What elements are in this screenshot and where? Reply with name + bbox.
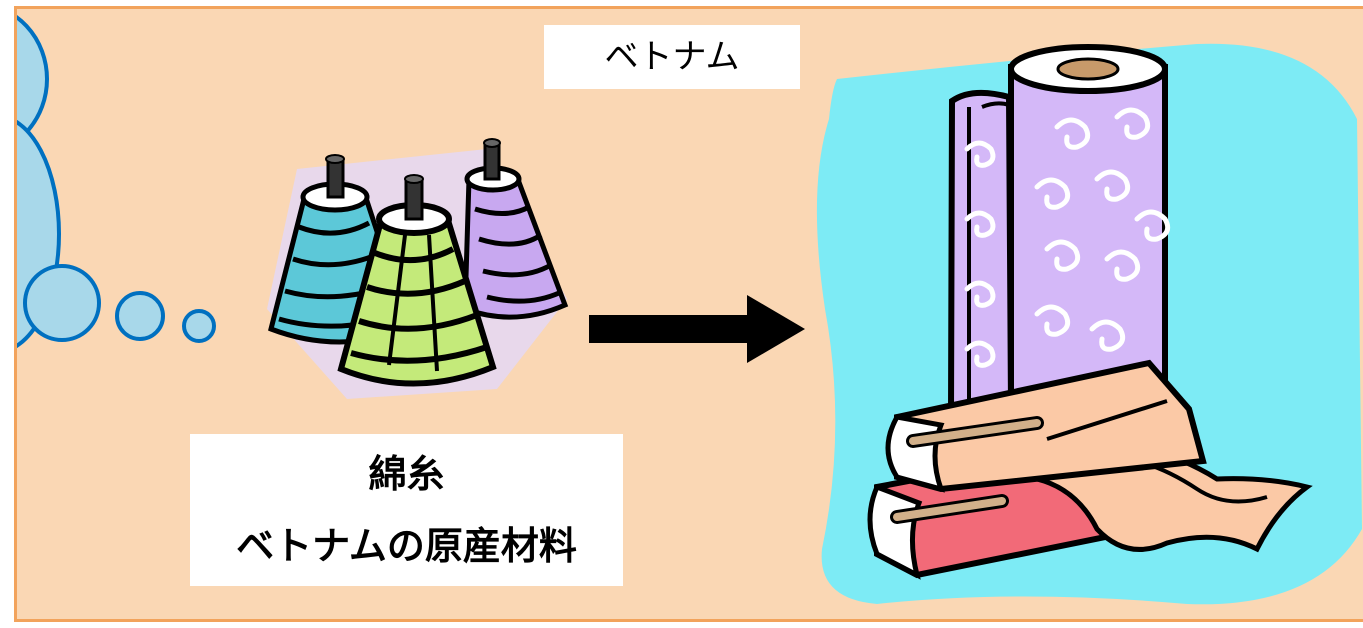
fabric-roll-icon	[816, 43, 1362, 605]
material-label-box: 綿糸 ベトナムの原産材料	[190, 434, 623, 586]
material-description: ベトナムの原産材料	[236, 524, 577, 568]
diagram-frame: ベトナム 綿糸 ベトナムの原産材料	[14, 6, 1363, 622]
thread-spool-purple	[462, 138, 569, 320]
thread-spools-icon	[267, 138, 569, 399]
material-name: 綿糸	[368, 452, 445, 496]
arrow-right-icon	[589, 295, 805, 363]
thought-bubble-icon	[17, 15, 216, 349]
diagram-art	[17, 15, 1362, 605]
country-label: ベトナム	[544, 25, 800, 89]
thread-spool-green	[337, 174, 497, 387]
